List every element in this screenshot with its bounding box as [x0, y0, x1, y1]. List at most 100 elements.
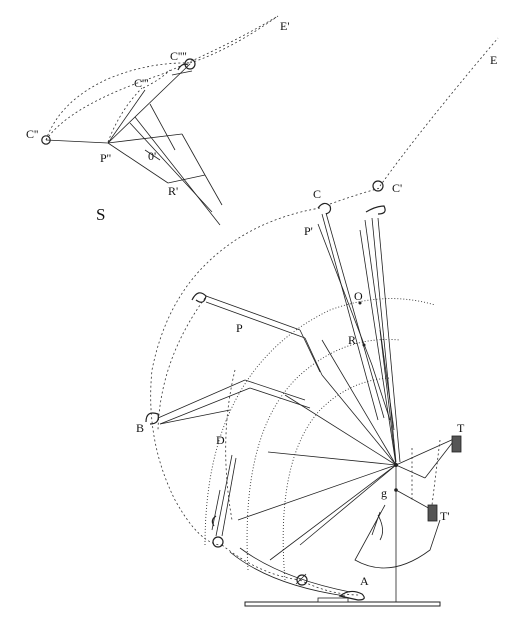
limb-position-a: [229, 547, 365, 601]
inset-link-horizontal: [107, 133, 183, 144]
inset-figure-s: [41, 15, 279, 226]
label-r: R: [348, 333, 356, 347]
joint-bottom-mid: [296, 574, 308, 586]
hook-a: [338, 590, 365, 601]
lever-to-t: [395, 437, 457, 466]
inset-link-c2: [45, 139, 109, 144]
inset-joint-c2: [41, 135, 51, 145]
labels: E' C'''' C''' C'' P'' 0' R' S E C C' P' …: [26, 19, 497, 588]
link-cprime-b: [377, 217, 401, 463]
inset-arm: [181, 133, 206, 176]
label-a: A: [360, 574, 369, 588]
link-c-long-a: [321, 213, 379, 421]
inset-trajectory-outer: [45, 15, 279, 141]
radial-vertical: [379, 329, 397, 466]
label-r-prime: R': [168, 184, 178, 198]
radial-mid-left: [284, 394, 397, 466]
link-c-long-b: [325, 212, 385, 419]
link-p-d: [304, 337, 323, 376]
inset-trajectory-upper: [189, 15, 279, 64]
inset-hook-bar: [171, 70, 193, 76]
link-p-c: [299, 329, 321, 373]
label-c-2prime: C'': [26, 127, 38, 141]
limb-position-b: [145, 379, 311, 425]
limb-position-cprime: [364, 180, 401, 463]
inset-arm-lower: [204, 174, 223, 206]
sector-arc: [377, 514, 383, 541]
lever-vertical-dash-b: [431, 439, 441, 506]
link-p-e: [321, 374, 397, 466]
link-c-inner: [317, 223, 373, 366]
reference-arcs: [204, 298, 436, 581]
link-b-d: [249, 387, 311, 409]
arc-inner: [282, 377, 391, 581]
inset-trajectory-mid: [45, 62, 191, 141]
pivot-center: [394, 463, 398, 467]
trajectory-inner-arc: [157, 297, 206, 431]
radial-lines: [237, 229, 397, 604]
trajectory-to-e: [379, 37, 499, 187]
inset-link-c3: [107, 89, 146, 144]
lever-to-tprime: [395, 489, 433, 511]
limb-position-d: [211, 454, 237, 548]
arc-outer: [204, 298, 436, 546]
label-s: S: [96, 205, 105, 224]
lever-tie: [424, 437, 457, 479]
radial-to-o: [359, 229, 397, 466]
pivot-g: [394, 488, 398, 492]
weight-tprime: [427, 504, 438, 522]
trajectory-b-inner: [225, 369, 236, 521]
label-p: P: [236, 321, 243, 335]
sector-outline: [354, 504, 441, 569]
hook-p: [191, 292, 207, 303]
main-trajectories: [150, 37, 499, 596]
label-c: C: [313, 187, 321, 201]
link-d-c: [211, 489, 221, 531]
base-board: [244, 601, 441, 607]
joint-d-bottom: [212, 536, 224, 548]
sector-tick: [371, 511, 381, 536]
link-c-lower: [371, 364, 391, 421]
joint-cprime: [372, 180, 384, 192]
label-t-prime: T': [440, 509, 450, 523]
label-b: B: [136, 421, 144, 435]
radial-lower-left: [237, 464, 397, 521]
trajectory-c-to-d: [150, 207, 321, 546]
label-o: O: [354, 289, 363, 303]
radial-bottom: [299, 464, 397, 546]
link-p-b: [205, 301, 306, 339]
inset-long-link: [134, 116, 221, 226]
link-cprime-c: [364, 219, 395, 431]
link-b-c: [244, 379, 306, 401]
inset-long-link-b: [129, 122, 213, 213]
label-p-prime: P': [304, 224, 313, 238]
link-a-curve-b: [239, 547, 351, 593]
lever-short: [395, 464, 426, 479]
label-e-prime: E': [280, 19, 290, 33]
link-a-tick: [295, 573, 307, 585]
weight-t: [451, 435, 462, 453]
label-c-5prime: C'''': [170, 49, 187, 63]
inset-link-r: [107, 142, 169, 184]
label-e: E: [490, 53, 497, 67]
radial-to-d: [267, 451, 397, 466]
link-b-b: [159, 387, 251, 425]
label-c-4prime: C''': [134, 76, 149, 90]
label-c-prime: C': [392, 181, 402, 195]
link-d-a: [215, 454, 233, 537]
label-t: T: [457, 421, 465, 435]
point-o: [358, 301, 362, 305]
hook-c: [317, 202, 332, 215]
link-b-a: [157, 379, 246, 419]
base-plate: [244, 597, 441, 607]
link-d-b: [221, 457, 237, 537]
inset-brace: [149, 103, 176, 151]
hook-cprime: [365, 205, 386, 215]
link-a-curve: [229, 551, 346, 597]
radial-upper-left: [321, 339, 397, 466]
inset-short-tick: [144, 149, 161, 161]
label-g: g: [381, 486, 387, 500]
base-block: [317, 597, 349, 603]
limb-position-c: [317, 202, 391, 421]
